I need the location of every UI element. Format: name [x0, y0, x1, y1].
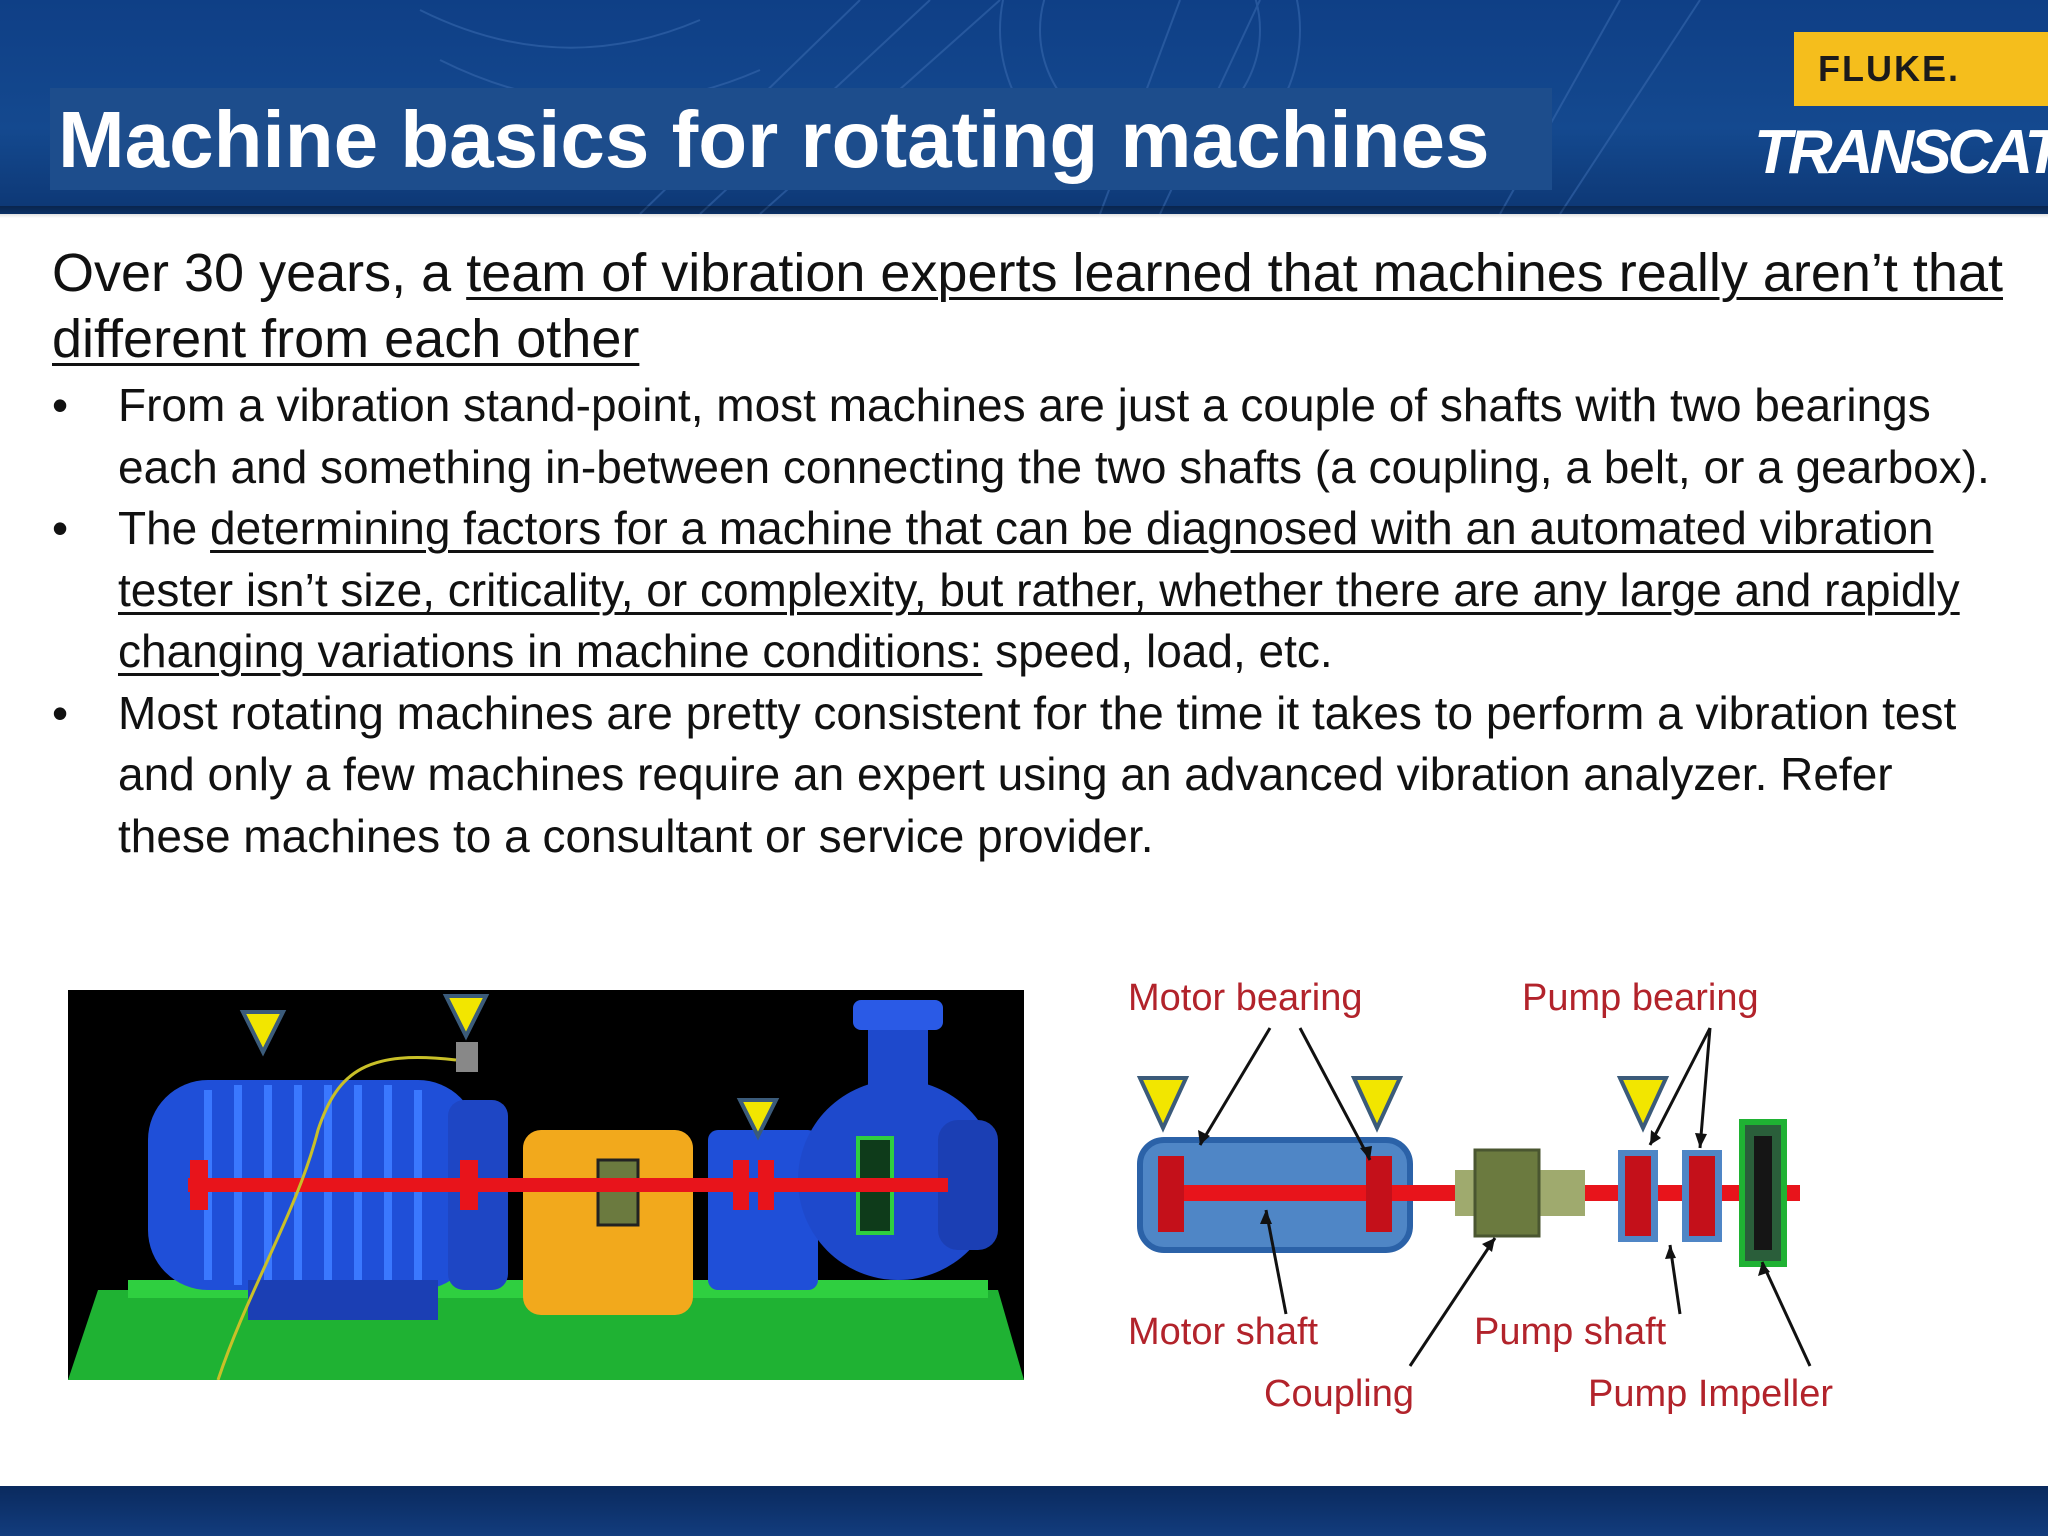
label-pump-shaft: Pump shaft — [1474, 1311, 1667, 1353]
intro-underlined: team of vibration experts learned that m… — [52, 243, 2003, 369]
intro-lead: Over 30 years, a — [52, 243, 467, 303]
label-pump-bearing: Pump bearing — [1522, 977, 1759, 1019]
machine-schematic-diagram: Motor bearing Pump bearing Motor shaft P… — [1128, 977, 1833, 1415]
intro-paragraph: Over 30 years, a team of vibration exper… — [52, 240, 2012, 372]
bullet-item-consistency: • Most rotating machines are pretty cons… — [52, 683, 2012, 868]
bullet-text: Most rotating machines are pretty consis… — [118, 686, 1957, 862]
bullet-tail: speed, load, etc. — [982, 625, 1333, 677]
bullet-list: • From a vibration stand-point, most mac… — [52, 375, 2012, 867]
motor-pump-illustration — [68, 990, 1024, 1380]
bullet-dot: • — [52, 686, 69, 739]
label-motor-bearing: Motor bearing — [1128, 977, 1362, 1019]
bullet-underlined: determining factors for a machine that c… — [118, 502, 1960, 677]
transcat-logo: TRANSCAT — [1754, 118, 2048, 187]
fluke-logo: FLUKE. — [1794, 32, 2048, 106]
header-shadow — [0, 206, 2048, 218]
slide-header: Machine basics for rotating machines FLU… — [0, 0, 2048, 214]
bullet-dot: • — [52, 502, 69, 554]
bullet-lead: The — [118, 502, 211, 554]
label-motor-shaft: Motor shaft — [1128, 1311, 1319, 1353]
label-pump-impeller: Pump Impeller — [1588, 1373, 1833, 1415]
fluke-logo-text: FLUKE. — [1818, 48, 1960, 89]
page-title: Machine basics for rotating machines — [58, 95, 1490, 184]
title-background — [50, 88, 1552, 190]
bullet-item-shafts: • From a vibration stand-point, most mac… — [52, 375, 2012, 498]
label-coupling: Coupling — [1264, 1373, 1414, 1415]
bullet-dot: • — [52, 379, 69, 431]
slide-footer — [0, 1486, 2048, 1536]
bullet-text: From a vibration stand-point, most machi… — [118, 379, 1990, 493]
bullet-item-determining-factors: • The determining factors for a machine … — [52, 498, 2012, 683]
